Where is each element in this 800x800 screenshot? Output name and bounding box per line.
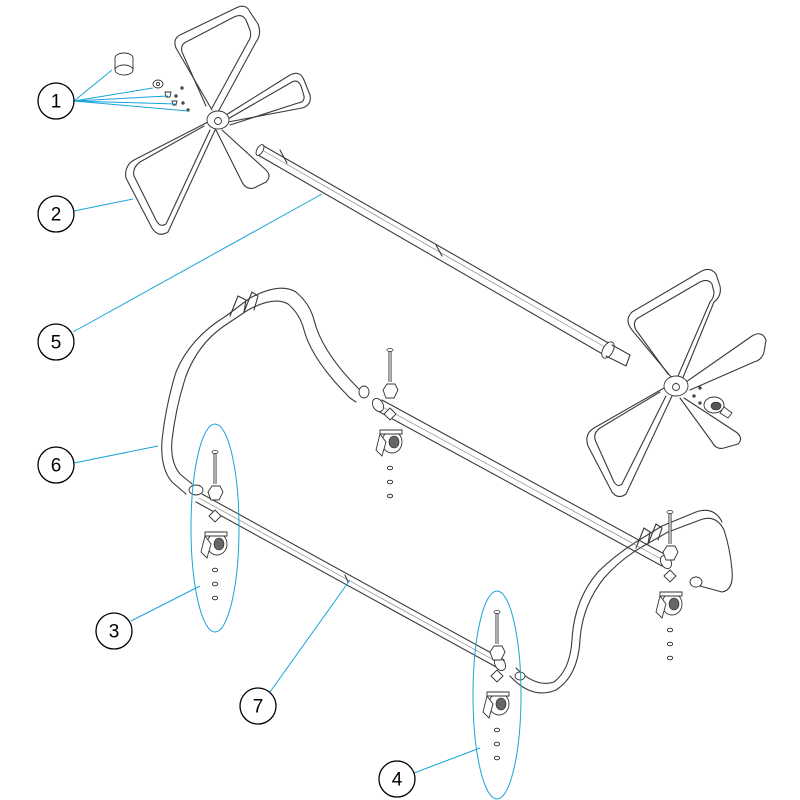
reel-axle — [255, 144, 631, 367]
callout-7: 7 — [239, 687, 277, 725]
callout-5: 5 — [37, 323, 75, 361]
callout-1-label: 1 — [51, 92, 62, 113]
callout-7-label: 7 — [253, 697, 264, 718]
caster-assembly-rear-left — [374, 347, 404, 500]
base-frame — [161, 287, 733, 694]
leader-lines — [72, 69, 481, 774]
callout-4-label: 4 — [392, 770, 403, 791]
callout-6-label: 6 — [51, 456, 62, 477]
reel-wheel-left — [125, 5, 311, 235]
callout-4: 4 — [378, 760, 416, 798]
group-outline-3 — [190, 423, 240, 633]
reel-wheel-right — [586, 268, 767, 498]
group-outline-4 — [472, 590, 522, 800]
callout-6: 6 — [37, 446, 75, 484]
callout-2-label: 2 — [51, 205, 62, 226]
callout-3: 3 — [95, 612, 133, 650]
callout-1: 1 — [37, 82, 75, 120]
callout-2: 2 — [37, 195, 75, 233]
caster-assembly-front-left — [199, 449, 229, 602]
callout-5-label: 5 — [51, 333, 62, 354]
callout-3-label: 3 — [109, 622, 120, 643]
caster-assembly-front-right — [481, 609, 511, 762]
